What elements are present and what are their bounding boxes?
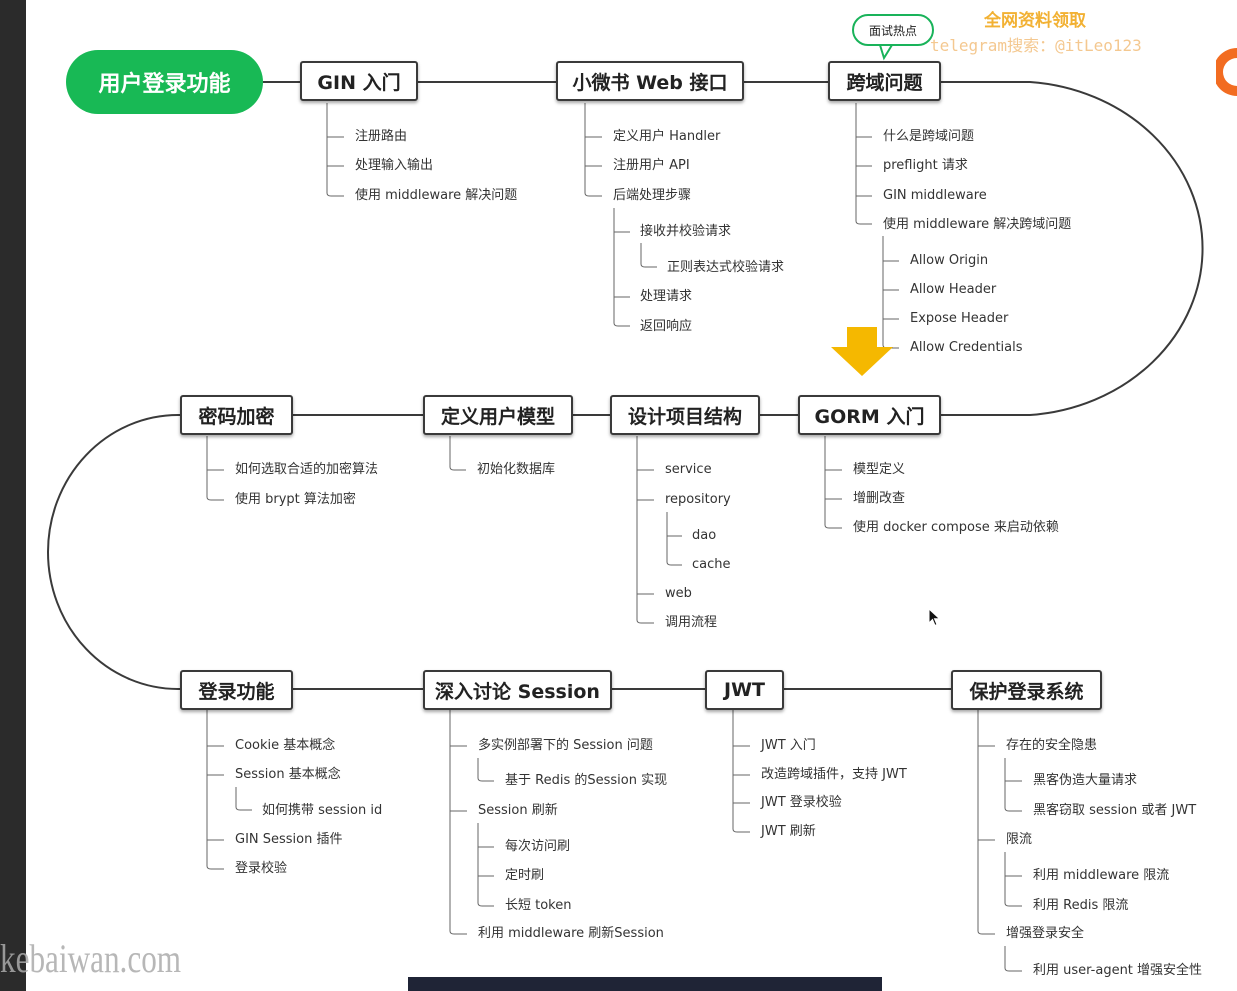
gorm-item: 增删改查 [853,491,906,506]
web-subitem: 接收并校验请求 [640,224,732,239]
session-item: 多实例部署下的 Session 问题 [478,738,653,753]
structure-subitem: dao [692,528,717,543]
jwt-item: JWT 入门 [761,738,816,753]
web-item: 后端处理步骤 [613,188,692,203]
topic-cors: 跨域问题 [828,61,941,101]
topic-password: 密码加密 [180,395,293,435]
login-item: Cookie 基本概念 [235,738,336,753]
session-subitem: 定时刷 [505,868,545,883]
topic-gorm: GORM 入门 [798,395,941,435]
jwt-item: JWT 刷新 [761,824,816,839]
protect-item: 存在的安全隐患 [1006,738,1098,753]
cors-subitem: Allow Credentials [910,340,1023,355]
web-subitem: 返回响应 [640,319,693,334]
topic-gin: GIN 入门 [300,61,418,101]
protect-subitem: 黑客伪造大量请求 [1033,773,1138,788]
gin-item: 注册路由 [355,129,408,144]
login-item: 登录校验 [235,861,288,876]
topic-protect: 保护登录系统 [951,670,1102,710]
protect-subitem: 利用 user-agent 增强安全性 [1033,963,1203,978]
session-subitem: 每次访问刷 [505,839,571,854]
protect-subitem: 黑客窃取 session 或者 JWT [1033,803,1197,818]
password-item: 如何选取合适的加密算法 [235,462,379,477]
login-item: Session 基本概念 [235,767,341,782]
orange-logo-icon [1216,48,1237,96]
structure-subitem: cache [692,557,731,572]
cors-subitem: Allow Origin [910,253,989,268]
topic-session: 深入讨论 Session [423,670,612,710]
cors-item: 什么是跨域问题 [883,129,975,144]
topic-xiaoweishu-web: 小微书 Web 接口 [556,61,744,101]
window-left-edge [0,0,26,991]
protect-item: 增强登录安全 [1006,926,1085,941]
structure-item: 调用流程 [665,615,718,630]
topic-project-structure: 设计项目结构 [610,395,760,435]
watermark-title: 全网资料领取 [984,11,1086,31]
gin-item: 使用 middleware 解决问题 [355,188,518,203]
bubble-tail [879,44,893,61]
login-item: GIN Session 插件 [235,832,343,847]
video-player-bar [408,977,882,991]
cors-item: 使用 middleware 解决跨域问题 [883,217,1072,232]
cors-item: GIN middleware [883,188,987,203]
protect-subitem: 利用 middleware 限流 [1033,868,1170,883]
model-item: 初始化数据库 [477,462,556,477]
watermark-bottom: kebaiwan.com [0,936,182,981]
protect-item: 限流 [1006,832,1033,847]
topic-jwt: JWT [705,670,784,710]
jwt-item: JWT 登录校验 [761,795,842,810]
web-subitem: 正则表达式校验请求 [667,260,785,275]
web-subitem: 处理请求 [640,289,693,304]
session-item: Session 刷新 [478,803,558,818]
topic-login: 登录功能 [180,670,293,710]
session-item: 利用 middleware 刷新Session [478,926,664,941]
gorm-item: 使用 docker compose 来启动依赖 [853,520,1059,535]
topic-user-model: 定义用户模型 [423,395,573,435]
watermark-telegram: telegram搜索：@itLeo123 [930,36,1142,55]
structure-item: repository [665,492,731,507]
hot-topic-bubble: 面试热点 [852,14,934,46]
jwt-item: 改造跨域插件，支持 JWT [761,767,907,782]
protect-subitem: 利用 Redis 限流 [1033,898,1129,913]
structure-item: service [665,462,712,477]
session-subitem: 长短 token [505,898,572,913]
session-subitem: 基于 Redis 的Session 实现 [505,773,668,788]
cors-subitem: Expose Header [910,311,1009,326]
web-item: 注册用户 API [613,158,690,173]
cors-item: preflight 请求 [883,158,968,173]
gorm-item: 模型定义 [853,462,906,477]
yellow-down-arrow-icon [831,327,893,376]
gin-item: 处理输入输出 [355,158,434,173]
web-item: 定义用户 Handler [613,129,721,144]
password-item: 使用 brypt 算法加密 [235,492,356,507]
login-subitem: 如何携带 session id [262,803,383,818]
root-topic: 用户登录功能 [66,50,263,114]
mouse-cursor-icon [928,608,941,627]
cors-subitem: Allow Header [910,282,997,297]
structure-item: web [665,586,692,601]
